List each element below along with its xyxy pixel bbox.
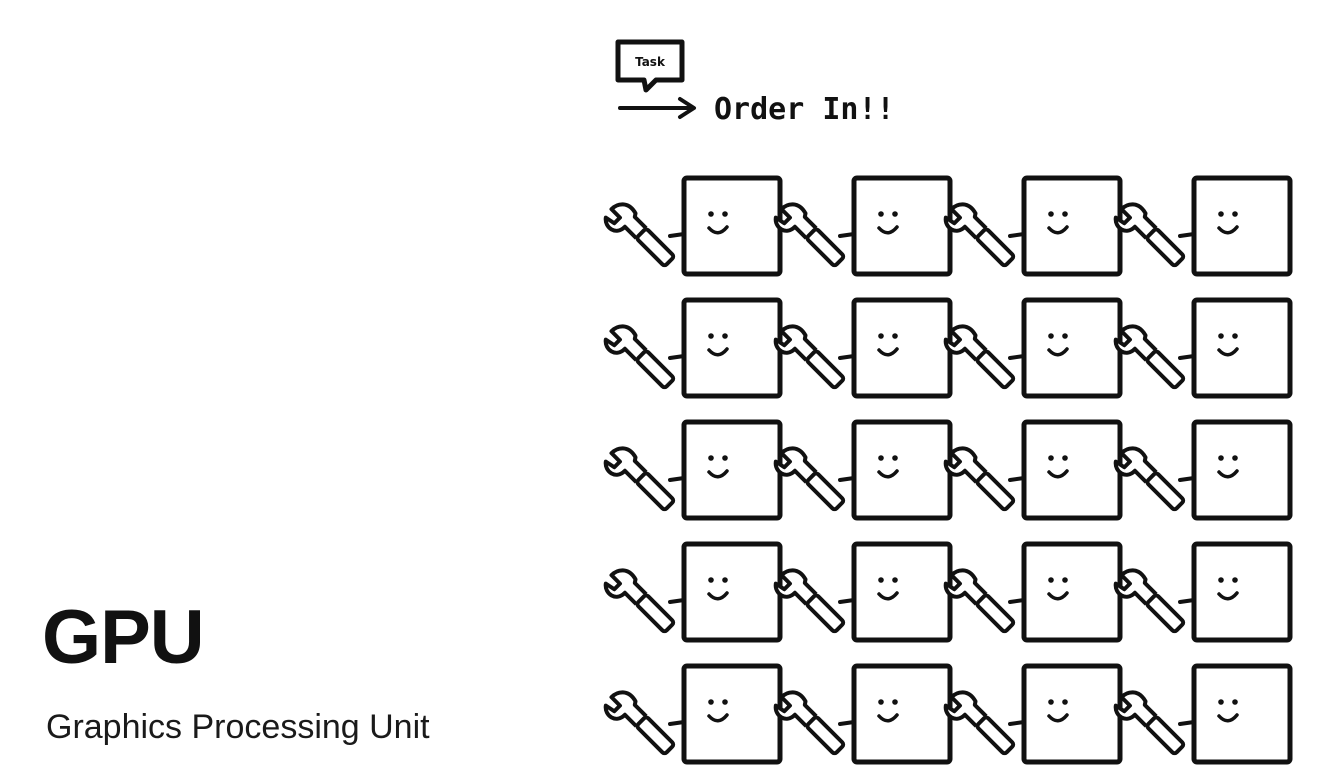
smiling-square-icon: [851, 541, 953, 643]
smiling-square-icon: [1021, 541, 1123, 643]
worker-unit: [603, 541, 783, 643]
smiling-square-icon: [1021, 297, 1123, 399]
smiling-square-icon: [1191, 541, 1293, 643]
smiling-square-icon: [1191, 419, 1293, 521]
smiling-square-icon: [681, 663, 783, 765]
worker-unit: [603, 297, 783, 399]
smiling-square-icon: [1021, 663, 1123, 765]
worker-unit: [943, 419, 1123, 521]
wrench-icon: [1113, 690, 1186, 756]
smiling-square-icon: [851, 663, 953, 765]
wrench-icon: [603, 568, 676, 634]
smiling-square-icon: [1021, 419, 1123, 521]
smiling-square-icon: [851, 419, 953, 521]
worker-unit: [773, 175, 953, 277]
worker-unit: [773, 297, 953, 399]
wrench-icon: [773, 690, 846, 756]
smiling-square-icon: [681, 297, 783, 399]
worker-unit: [1113, 419, 1293, 521]
wrench-icon: [603, 446, 676, 512]
worker-unit: [1113, 541, 1293, 643]
smiling-square-icon: [851, 175, 953, 277]
worker-unit: [943, 663, 1123, 765]
task-bubble-icon: Task: [615, 39, 685, 93]
smiling-square-icon: [1191, 297, 1293, 399]
worker-unit: [603, 663, 783, 765]
worker-grid: [603, 175, 1293, 765]
smiling-square-icon: [681, 175, 783, 277]
worker-unit: [1113, 175, 1293, 277]
wrench-icon: [1113, 324, 1186, 390]
worker-unit: [603, 419, 783, 521]
smiling-square-icon: [851, 297, 953, 399]
wrench-icon: [603, 690, 676, 756]
wrench-icon: [773, 202, 846, 268]
order-in-text: Order In!!: [714, 92, 895, 127]
gpu-diagram: Task Order In!!: [603, 39, 1293, 765]
wrench-icon: [603, 324, 676, 390]
page-title: GPU: [42, 595, 205, 680]
worker-unit: [773, 663, 953, 765]
wrench-icon: [1113, 446, 1186, 512]
wrench-icon: [1113, 202, 1186, 268]
wrench-icon: [943, 324, 1016, 390]
worker-unit: [1113, 663, 1293, 765]
worker-unit: [773, 541, 953, 643]
wrench-icon: [603, 202, 676, 268]
smiling-square-icon: [681, 419, 783, 521]
right-arrow-icon: [618, 97, 696, 119]
worker-unit: [1113, 297, 1293, 399]
worker-unit: [943, 541, 1123, 643]
page-subtitle: Graphics Processing Unit: [46, 708, 430, 746]
wrench-icon: [943, 568, 1016, 634]
worker-unit: [603, 175, 783, 277]
wrench-icon: [943, 202, 1016, 268]
worker-unit: [773, 419, 953, 521]
wrench-icon: [773, 324, 846, 390]
wrench-icon: [773, 446, 846, 512]
smiling-square-icon: [681, 541, 783, 643]
smiling-square-icon: [1191, 663, 1293, 765]
worker-unit: [943, 297, 1123, 399]
smiling-square-icon: [1191, 175, 1293, 277]
task-label: Task: [635, 55, 666, 69]
worker-unit: [943, 175, 1123, 277]
wrench-icon: [1113, 568, 1186, 634]
wrench-icon: [943, 690, 1016, 756]
wrench-icon: [773, 568, 846, 634]
wrench-icon: [943, 446, 1016, 512]
smiling-square-icon: [1021, 175, 1123, 277]
